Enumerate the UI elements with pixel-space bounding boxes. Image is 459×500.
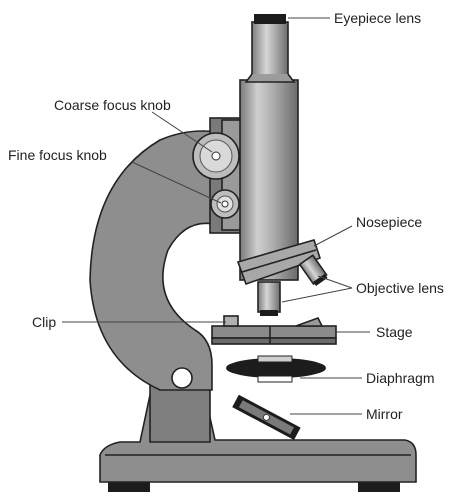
label-nosepiece: Nosepiece: [356, 214, 422, 230]
label-clip: Clip: [32, 314, 56, 330]
leader-coarse: [151, 111, 213, 153]
arm: [89, 130, 233, 391]
label-objective-lens: Objective lens: [356, 280, 444, 296]
pivot-hole: [171, 367, 193, 389]
diaphragm: [226, 358, 326, 378]
stage-clip: [223, 315, 239, 327]
label-eyepiece-lens: Eyepiece lens: [334, 10, 421, 26]
objective-lens-main: [257, 281, 281, 313]
mirror: [232, 394, 301, 440]
base-foot-right: [358, 482, 400, 492]
leader-fine: [131, 161, 222, 204]
label-coarse-focus-knob: Coarse focus knob: [54, 97, 171, 113]
stage: [211, 325, 337, 339]
nosepiece: [236, 239, 322, 286]
label-mirror: Mirror: [366, 406, 403, 422]
leader-objective-b: [281, 287, 353, 303]
eyepiece-lens: [254, 14, 286, 24]
label-fine-focus-knob: Fine focus knob: [8, 147, 107, 163]
leader-objective-a: [317, 275, 353, 289]
leader-nosepiece: [313, 225, 353, 247]
base-foot-left: [108, 482, 150, 492]
eyepiece-tube: [251, 21, 289, 81]
label-stage: Stage: [376, 324, 413, 340]
label-diaphragm: Diaphragm: [366, 370, 434, 386]
